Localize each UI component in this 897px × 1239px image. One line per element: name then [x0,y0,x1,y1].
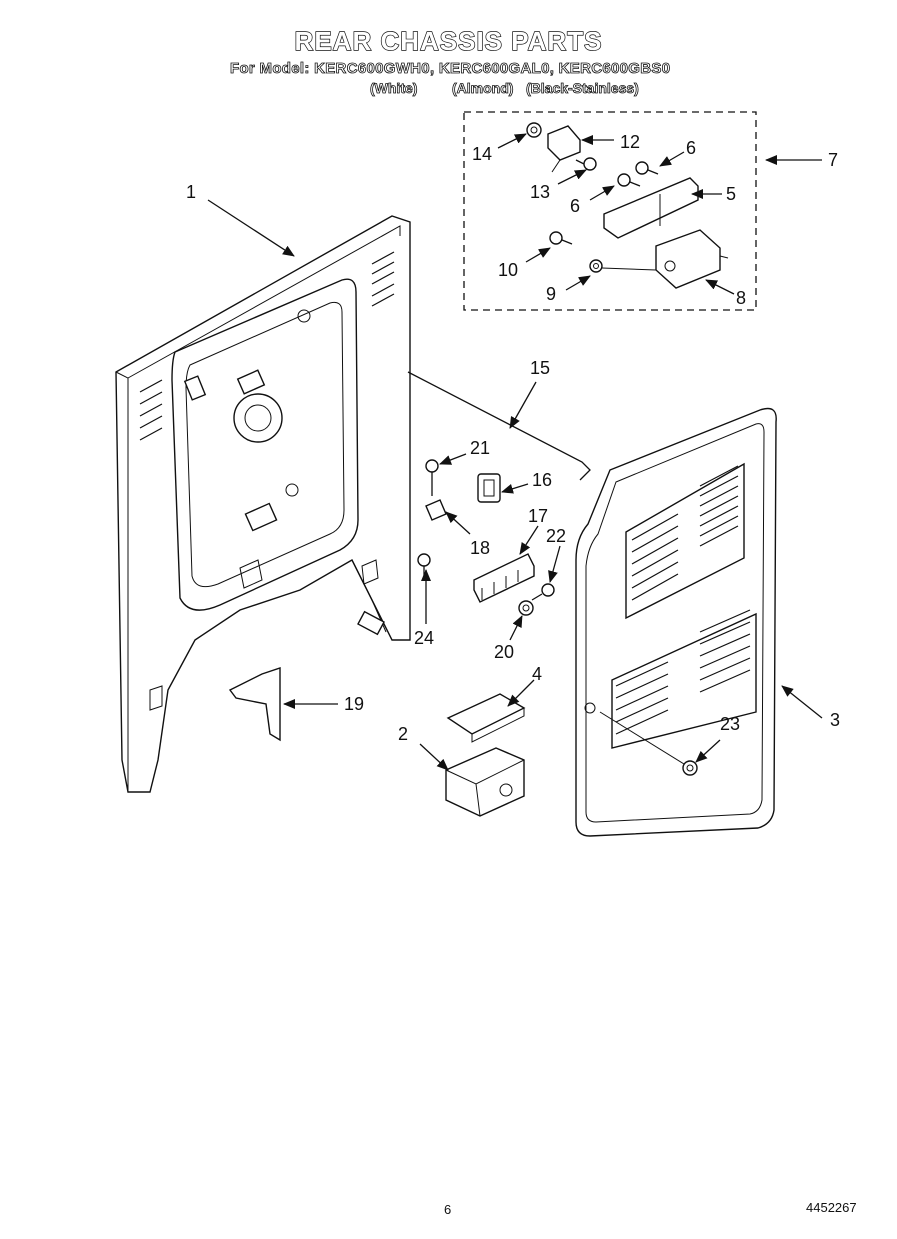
color-black-stainless: (Black-Stainless) [526,80,640,97]
callout-22: 22 [546,526,566,546]
callout-1: 1 [186,182,196,202]
page-number: 6 [444,1202,452,1217]
callout-16: 16 [532,470,552,490]
nut-14 [526,122,542,138]
subassembly-box [463,111,757,311]
screw-24 [417,553,431,580]
leader-arrows [207,133,823,771]
callout-6-upper: 6 [686,138,696,158]
screw-22 [531,583,555,601]
callout-17: 17 [528,506,548,526]
callout-14: 14 [472,144,492,164]
nut-20 [518,600,534,616]
color-white: (White) [370,80,418,97]
mounting-bracket [228,667,281,742]
callout-21: 21 [470,438,490,458]
callout-8: 8 [736,288,746,308]
washer-9 [589,259,657,273]
rear-access-cover [575,407,777,837]
callout-19: 19 [344,694,364,714]
bracket-5 [603,177,699,239]
grommet [477,473,501,503]
callout-3: 3 [830,710,840,730]
callout-2: 2 [398,724,408,744]
callout-labels: 1 2 3 4 5 6 6 7 8 9 10 12 13 14 15 16 17… [186,132,840,744]
callout-7: 7 [828,150,838,170]
fastener-21 [425,459,439,496]
callout-20: 20 [494,642,514,662]
clip-18 [425,499,447,521]
callout-13: 13 [530,182,550,202]
color-almond: (Almond) [452,80,514,97]
terminal-block [473,553,535,603]
callout-12: 12 [620,132,640,152]
callout-10: 10 [498,260,518,280]
callout-18: 18 [470,538,490,558]
model-line: For Model: KERC600GWH0, KERC600GAL0, KER… [230,60,671,78]
document-number: 4452267 [806,1200,857,1215]
rear-chassis-panel [115,215,411,793]
screw-10 [549,231,573,245]
callout-9: 9 [546,284,556,304]
switch-12 [547,125,581,173]
terminal-bracket [445,747,525,817]
callout-24: 24 [414,628,434,648]
page-title: REAR CHASSIS PARTS [294,25,603,56]
solenoid-8 [655,229,729,289]
screw-23 [599,711,698,776]
callout-4: 4 [532,664,542,684]
callout-5: 5 [726,184,736,204]
rod [407,371,591,481]
screw-6b [635,161,659,175]
callout-15: 15 [530,358,550,378]
screw-6a [617,173,641,187]
callout-23: 23 [720,714,740,734]
cover-plate [446,693,526,743]
screw-13 [575,157,597,171]
callout-6-lower: 6 [570,196,580,216]
